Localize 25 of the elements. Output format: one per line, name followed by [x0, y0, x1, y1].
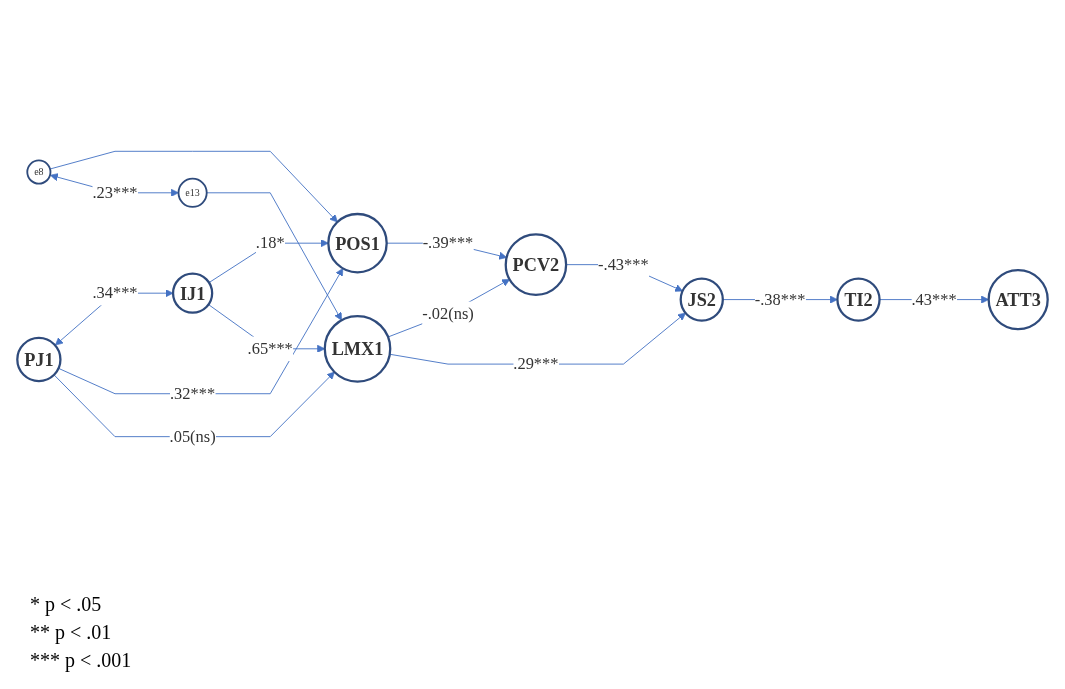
- significance-note: * p < .05: [30, 592, 103, 618]
- edge-label: .05(ns): [169, 426, 216, 446]
- edge-label: .65***: [247, 339, 293, 358]
- node-circle: LMX1: [323, 314, 392, 383]
- edge-label: -.38***: [754, 289, 806, 309]
- node-circle: ATT3: [987, 268, 1049, 331]
- edge-label: .32***: [170, 384, 216, 403]
- node-circle: IJ1: [171, 272, 214, 314]
- significance-note: ** p < .01: [30, 620, 113, 646]
- node-circle: JS2: [679, 277, 724, 322]
- significance-note: *** p < .001: [30, 648, 132, 674]
- node-circle: POS1: [327, 212, 388, 274]
- node-circle: PJ1: [16, 336, 62, 383]
- edge-label: .18*: [255, 233, 285, 252]
- edge-label: -.43***: [598, 254, 649, 274]
- node-circle: TI2: [836, 277, 881, 322]
- edge-label: .34***: [92, 283, 138, 302]
- edge-label: -.02(ns): [422, 304, 474, 323]
- node-circle: PCV2: [504, 233, 568, 296]
- edge-label: .23***: [92, 183, 138, 202]
- node-circle: e8: [26, 159, 52, 185]
- edge-label: .29***: [513, 354, 559, 373]
- edge-label: -.39***: [422, 233, 474, 252]
- edge-label: .43***: [911, 289, 957, 309]
- node-circle: e13: [177, 177, 208, 208]
